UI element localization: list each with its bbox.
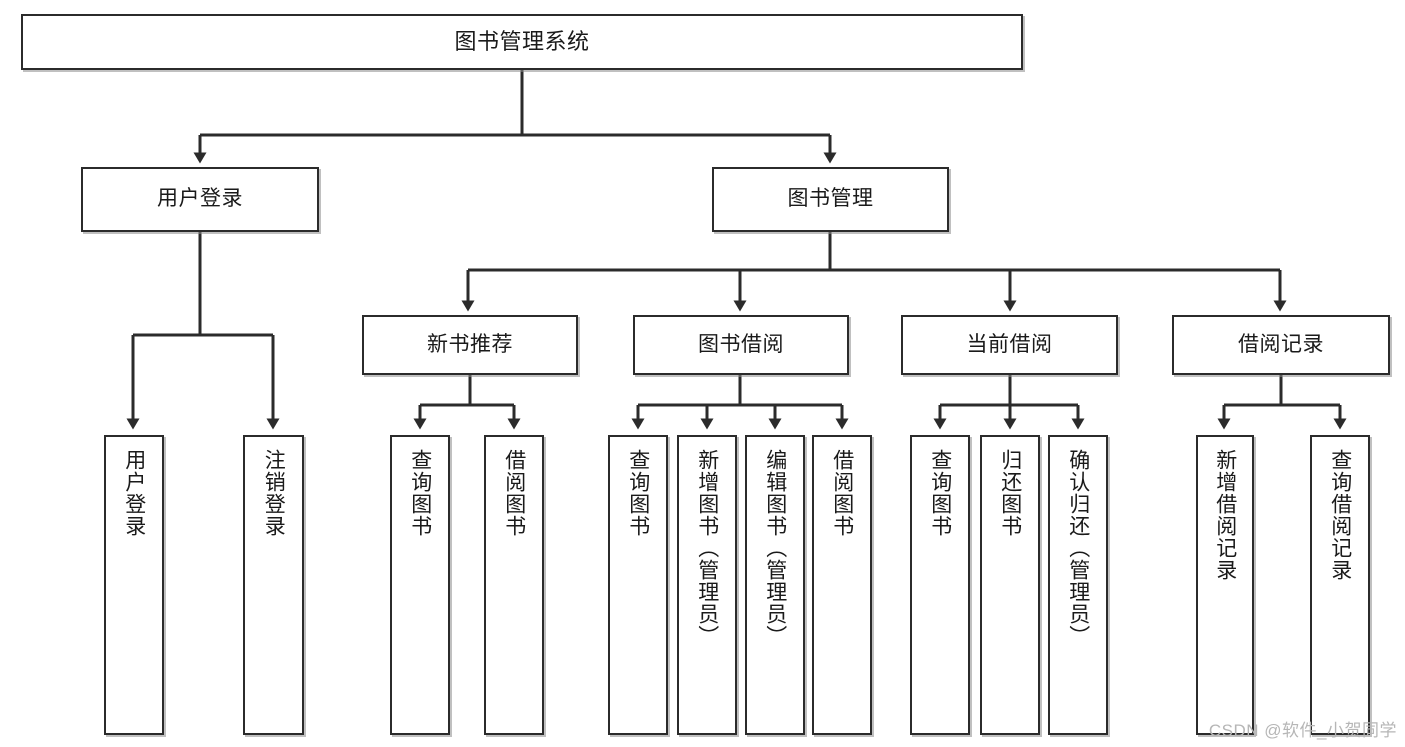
node-label: 图书管理	[787, 187, 874, 211]
node-label: 借阅记录	[1238, 332, 1324, 356]
node-label: 归还图书	[998, 449, 1022, 537]
node-borrow-record[interactable]: 借阅记录	[1172, 315, 1390, 375]
leaf-current-return-book[interactable]: 归还图书	[980, 435, 1040, 735]
node-label: 注销登录	[262, 449, 286, 537]
node-label: 图书管理系统	[454, 29, 590, 55]
leaf-record-query-borrow-record[interactable]: 查询借阅记录	[1310, 435, 1370, 735]
node-new-book-recommend[interactable]: 新书推荐	[362, 315, 578, 375]
leaf-recommend-borrow-book[interactable]: 借阅图书	[484, 435, 544, 735]
leaf-user-logout[interactable]: 注销登录	[243, 435, 304, 735]
leaf-borrow-add-book-admin[interactable]: 新增图书（管理员）	[677, 435, 737, 735]
node-label: 确认归还（管理员）	[1066, 449, 1090, 647]
node-label: 借阅图书	[830, 449, 854, 537]
leaf-recommend-query-book[interactable]: 查询图书	[390, 435, 450, 735]
node-label: 查询借阅记录	[1328, 449, 1352, 581]
leaf-borrow-edit-book-admin[interactable]: 编辑图书（管理员）	[745, 435, 805, 735]
node-label: 查询图书	[928, 449, 952, 537]
node-book-borrow[interactable]: 图书借阅	[633, 315, 849, 375]
leaf-current-query-book[interactable]: 查询图书	[910, 435, 970, 735]
node-label: 当前借阅	[966, 332, 1053, 356]
leaf-record-add-borrow-record[interactable]: 新增借阅记录	[1196, 435, 1254, 735]
node-label: 新增图书（管理员）	[695, 449, 719, 647]
node-current-borrow[interactable]: 当前借阅	[901, 315, 1118, 375]
node-label: 查询图书	[626, 449, 650, 537]
node-label: 借阅图书	[502, 449, 526, 537]
node-user-login[interactable]: 用户登录	[81, 167, 319, 232]
node-label: 编辑图书（管理员）	[763, 449, 787, 647]
node-label: 用户登录	[157, 187, 243, 211]
leaf-current-confirm-return-admin[interactable]: 确认归还（管理员）	[1048, 435, 1108, 735]
node-label: 新增借阅记录	[1213, 449, 1237, 581]
leaf-user-login[interactable]: 用户登录	[104, 435, 164, 735]
node-book-management[interactable]: 图书管理	[712, 167, 949, 232]
node-label: 查询图书	[408, 449, 432, 537]
leaf-borrow-borrow-book[interactable]: 借阅图书	[812, 435, 872, 735]
node-label: 用户登录	[122, 449, 146, 537]
node-label: 新书推荐	[427, 332, 513, 356]
csdn-watermark: CSDN @软件_小贺同学	[1208, 721, 1397, 740]
node-root-system[interactable]: 图书管理系统	[21, 14, 1023, 70]
node-label: 图书借阅	[698, 332, 784, 356]
leaf-borrow-query-book[interactable]: 查询图书	[608, 435, 668, 735]
